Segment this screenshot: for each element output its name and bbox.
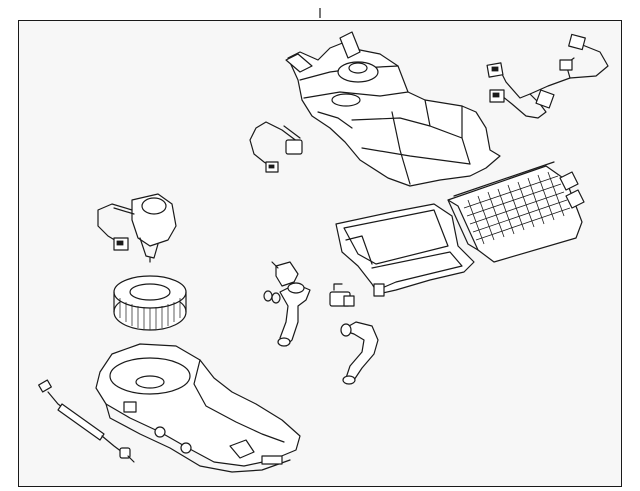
- heater-core: [447, 161, 585, 263]
- blower-housing: [95, 343, 301, 473]
- drain-hose-lower: [340, 321, 379, 385]
- clip-upper: [271, 261, 299, 287]
- blower-fan: [113, 275, 187, 331]
- expansion-valve: [329, 283, 355, 307]
- drain-hose-upper: [277, 282, 311, 347]
- blower-motor: [97, 193, 177, 263]
- upper-hvac-housing: [285, 31, 501, 187]
- wire-harness: [486, 33, 609, 119]
- temperature-sensor: [249, 121, 303, 173]
- control-cable: [38, 379, 135, 463]
- o-rings: [263, 290, 281, 304]
- air-duct-frame: [335, 203, 475, 297]
